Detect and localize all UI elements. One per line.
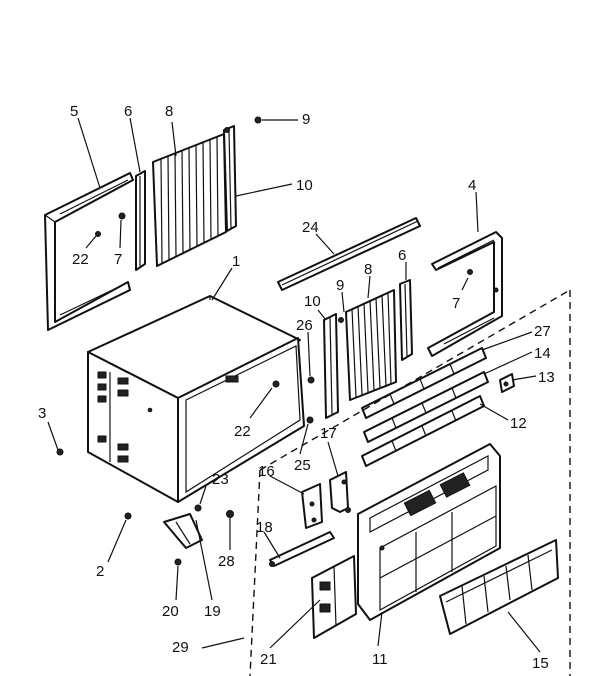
screw-7-left xyxy=(118,212,126,220)
callout-6-right: 6 xyxy=(398,247,406,264)
left-curtain-frame xyxy=(223,125,237,232)
callout-7-right: 7 xyxy=(452,295,460,312)
callout-9-right: 9 xyxy=(336,277,344,294)
leader-lines xyxy=(47,117,541,653)
callout-11: 11 xyxy=(372,651,388,668)
callout-27: 27 xyxy=(534,323,551,340)
right-curtain-frame xyxy=(323,313,339,419)
callout-28: 28 xyxy=(218,553,235,570)
callout-3: 3 xyxy=(38,405,46,422)
left-side-panel xyxy=(44,172,134,331)
callout-4: 4 xyxy=(468,177,476,194)
callout-8-right: 8 xyxy=(364,261,372,278)
callout-17: 17 xyxy=(320,425,337,442)
callout-15: 15 xyxy=(532,655,549,672)
bracket-17 xyxy=(329,471,351,513)
right-side-panel xyxy=(427,231,503,357)
callout-1: 1 xyxy=(232,253,240,270)
main-cabinet xyxy=(87,295,305,503)
assembly-boundary-29 xyxy=(249,289,571,676)
bracket-13 xyxy=(499,373,515,393)
screw-9-right xyxy=(338,317,344,323)
left-accordion-curtain xyxy=(152,133,227,267)
screw-9-top xyxy=(254,116,262,124)
callout-26: 26 xyxy=(296,317,313,334)
callout-10: 10 xyxy=(296,177,313,194)
callout-12: 12 xyxy=(510,415,527,432)
top-rail xyxy=(277,217,421,291)
callout-13: 13 xyxy=(538,369,555,386)
bracket-19 xyxy=(163,513,203,549)
callout-22-cabinet: 22 xyxy=(234,423,251,440)
screw-23 xyxy=(194,504,202,512)
bar-18 xyxy=(269,531,335,567)
left-curtain-strip xyxy=(135,170,146,271)
right-filter-panel xyxy=(439,539,559,635)
bracket-16 xyxy=(301,483,323,529)
screw-28 xyxy=(226,510,234,518)
screw-20 xyxy=(174,558,182,566)
callout-21: 21 xyxy=(260,651,277,668)
callout-9: 9 xyxy=(302,111,310,128)
screw-25 xyxy=(306,416,314,424)
callout-20: 20 xyxy=(162,603,179,620)
callout-6: 6 xyxy=(124,103,132,120)
front-bezel xyxy=(357,443,501,621)
right-curtain-strip xyxy=(399,279,413,361)
callout-25: 25 xyxy=(294,457,311,474)
callout-18: 18 xyxy=(256,519,273,536)
callout-14: 14 xyxy=(534,345,551,362)
screw-2 xyxy=(124,512,132,520)
screw-26 xyxy=(307,376,315,384)
left-filter-panel xyxy=(311,555,357,639)
callout-24: 24 xyxy=(302,219,319,236)
grille-strips xyxy=(361,347,489,467)
callout-16: 16 xyxy=(258,463,275,480)
callout-2: 2 xyxy=(96,563,104,580)
callout-labels: 5 6 8 9 10 22 7 1 24 4 6 8 9 10 7 26 27 … xyxy=(38,103,555,672)
right-accordion-curtain xyxy=(345,289,397,401)
callout-10-right: 10 xyxy=(304,293,321,310)
callout-29: 29 xyxy=(172,639,189,656)
callout-19: 19 xyxy=(204,603,221,620)
callout-5: 5 xyxy=(70,103,78,120)
callout-8: 8 xyxy=(165,103,173,120)
callout-23: 23 xyxy=(212,471,229,488)
callout-7: 7 xyxy=(114,251,122,268)
callout-22: 22 xyxy=(72,251,89,268)
screw-3 xyxy=(56,448,64,456)
